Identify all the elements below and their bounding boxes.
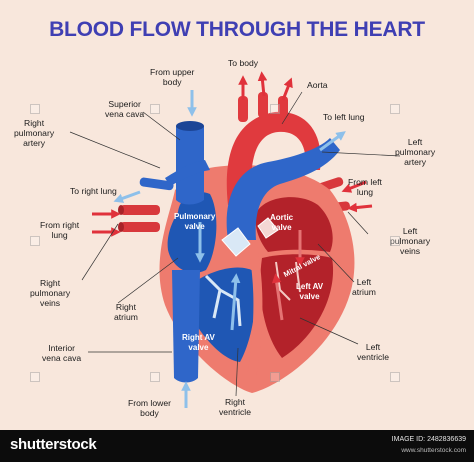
- watermark-square: [30, 104, 40, 114]
- watermark-square: [390, 104, 400, 114]
- label-aortic-valve: Aortic valve: [270, 213, 294, 232]
- label-right-av-valve: Right AV valve: [182, 333, 215, 352]
- label-to-left-lung: To left lung: [323, 112, 365, 122]
- label-right-pulmonary-artery: Right pulmonary artery: [14, 118, 55, 148]
- label-left-av-valve: Left AV valve: [296, 282, 324, 301]
- right-ventricle-shape: [188, 267, 256, 362]
- left-atrium-shape: [255, 197, 333, 252]
- superior-vena-cava: [176, 121, 204, 205]
- image-id: IMAGE ID: 2482836639: [391, 436, 466, 443]
- tricuspid-chordae: [204, 274, 242, 327]
- label-pulmonary-valve: Pulmonary valve: [174, 212, 216, 231]
- watermark-square: [150, 104, 160, 114]
- watermark-square: [30, 372, 40, 382]
- watermark-square: [30, 236, 40, 246]
- label-left-pulmonary-artery: Left pulmonary artery: [395, 137, 436, 167]
- label-from-left-lung: From left lung: [348, 177, 382, 197]
- label-left-atrium: Left atrium: [352, 277, 376, 297]
- watermark-square: [270, 104, 280, 114]
- heart-illustration: [69, 71, 401, 408]
- label-from-upper-body: From upper body: [150, 67, 195, 87]
- label-right-ventricle: Right ventricle: [219, 397, 251, 417]
- right-atrium-shape: [167, 192, 217, 273]
- septum: [245, 231, 263, 376]
- diagram-stage: BLOOD FLOW THROUGH THE HEART: [14, 18, 436, 418]
- label-right-pulmonary-veins: Right pulmonary veins: [30, 278, 71, 308]
- mitral-chordae: [275, 261, 301, 301]
- label-aorta: Aorta: [307, 80, 328, 90]
- site-url: www.shutterstock.com: [401, 447, 466, 454]
- watermark-square: [390, 236, 400, 246]
- pulmonary-valve-shape: [221, 227, 251, 257]
- footer-bar: shutterstock IMAGE ID: 2482836639 www.sh…: [0, 430, 474, 462]
- label-right-atrium: Right atrium: [114, 302, 138, 322]
- blue-flow-arrows: [113, 90, 346, 408]
- label-left-ventricle: Left ventricle: [357, 342, 389, 362]
- watermark-square: [150, 372, 160, 382]
- label-superior-vena-cava: Superior vena cava: [105, 99, 145, 119]
- label-to-right-lung: To right lung: [70, 186, 117, 196]
- inferior-vena-cava: [172, 270, 200, 383]
- label-inferior-vena-cava: Interior vena cava: [42, 343, 82, 363]
- watermark-square: [270, 372, 280, 382]
- label-to-body: To body: [228, 58, 259, 68]
- label-from-lower-body: From lower body: [128, 398, 171, 418]
- label-left-pulmonary-veins: Left pulmonary veins: [390, 226, 431, 256]
- aortic-valve-shape: [257, 217, 279, 239]
- right-pulmonary-veins: [118, 205, 160, 232]
- red-flow-arrows: [92, 71, 373, 237]
- diagram-title: BLOOD FLOW THROUGH THE HEART: [49, 18, 425, 41]
- leader-lines: [69, 91, 401, 397]
- shutterstock-logo: shutterstock: [10, 436, 97, 453]
- pulmonary-trunk: [226, 138, 340, 240]
- label-from-right-lung: From right lung: [40, 220, 80, 240]
- watermark-square: [390, 372, 400, 382]
